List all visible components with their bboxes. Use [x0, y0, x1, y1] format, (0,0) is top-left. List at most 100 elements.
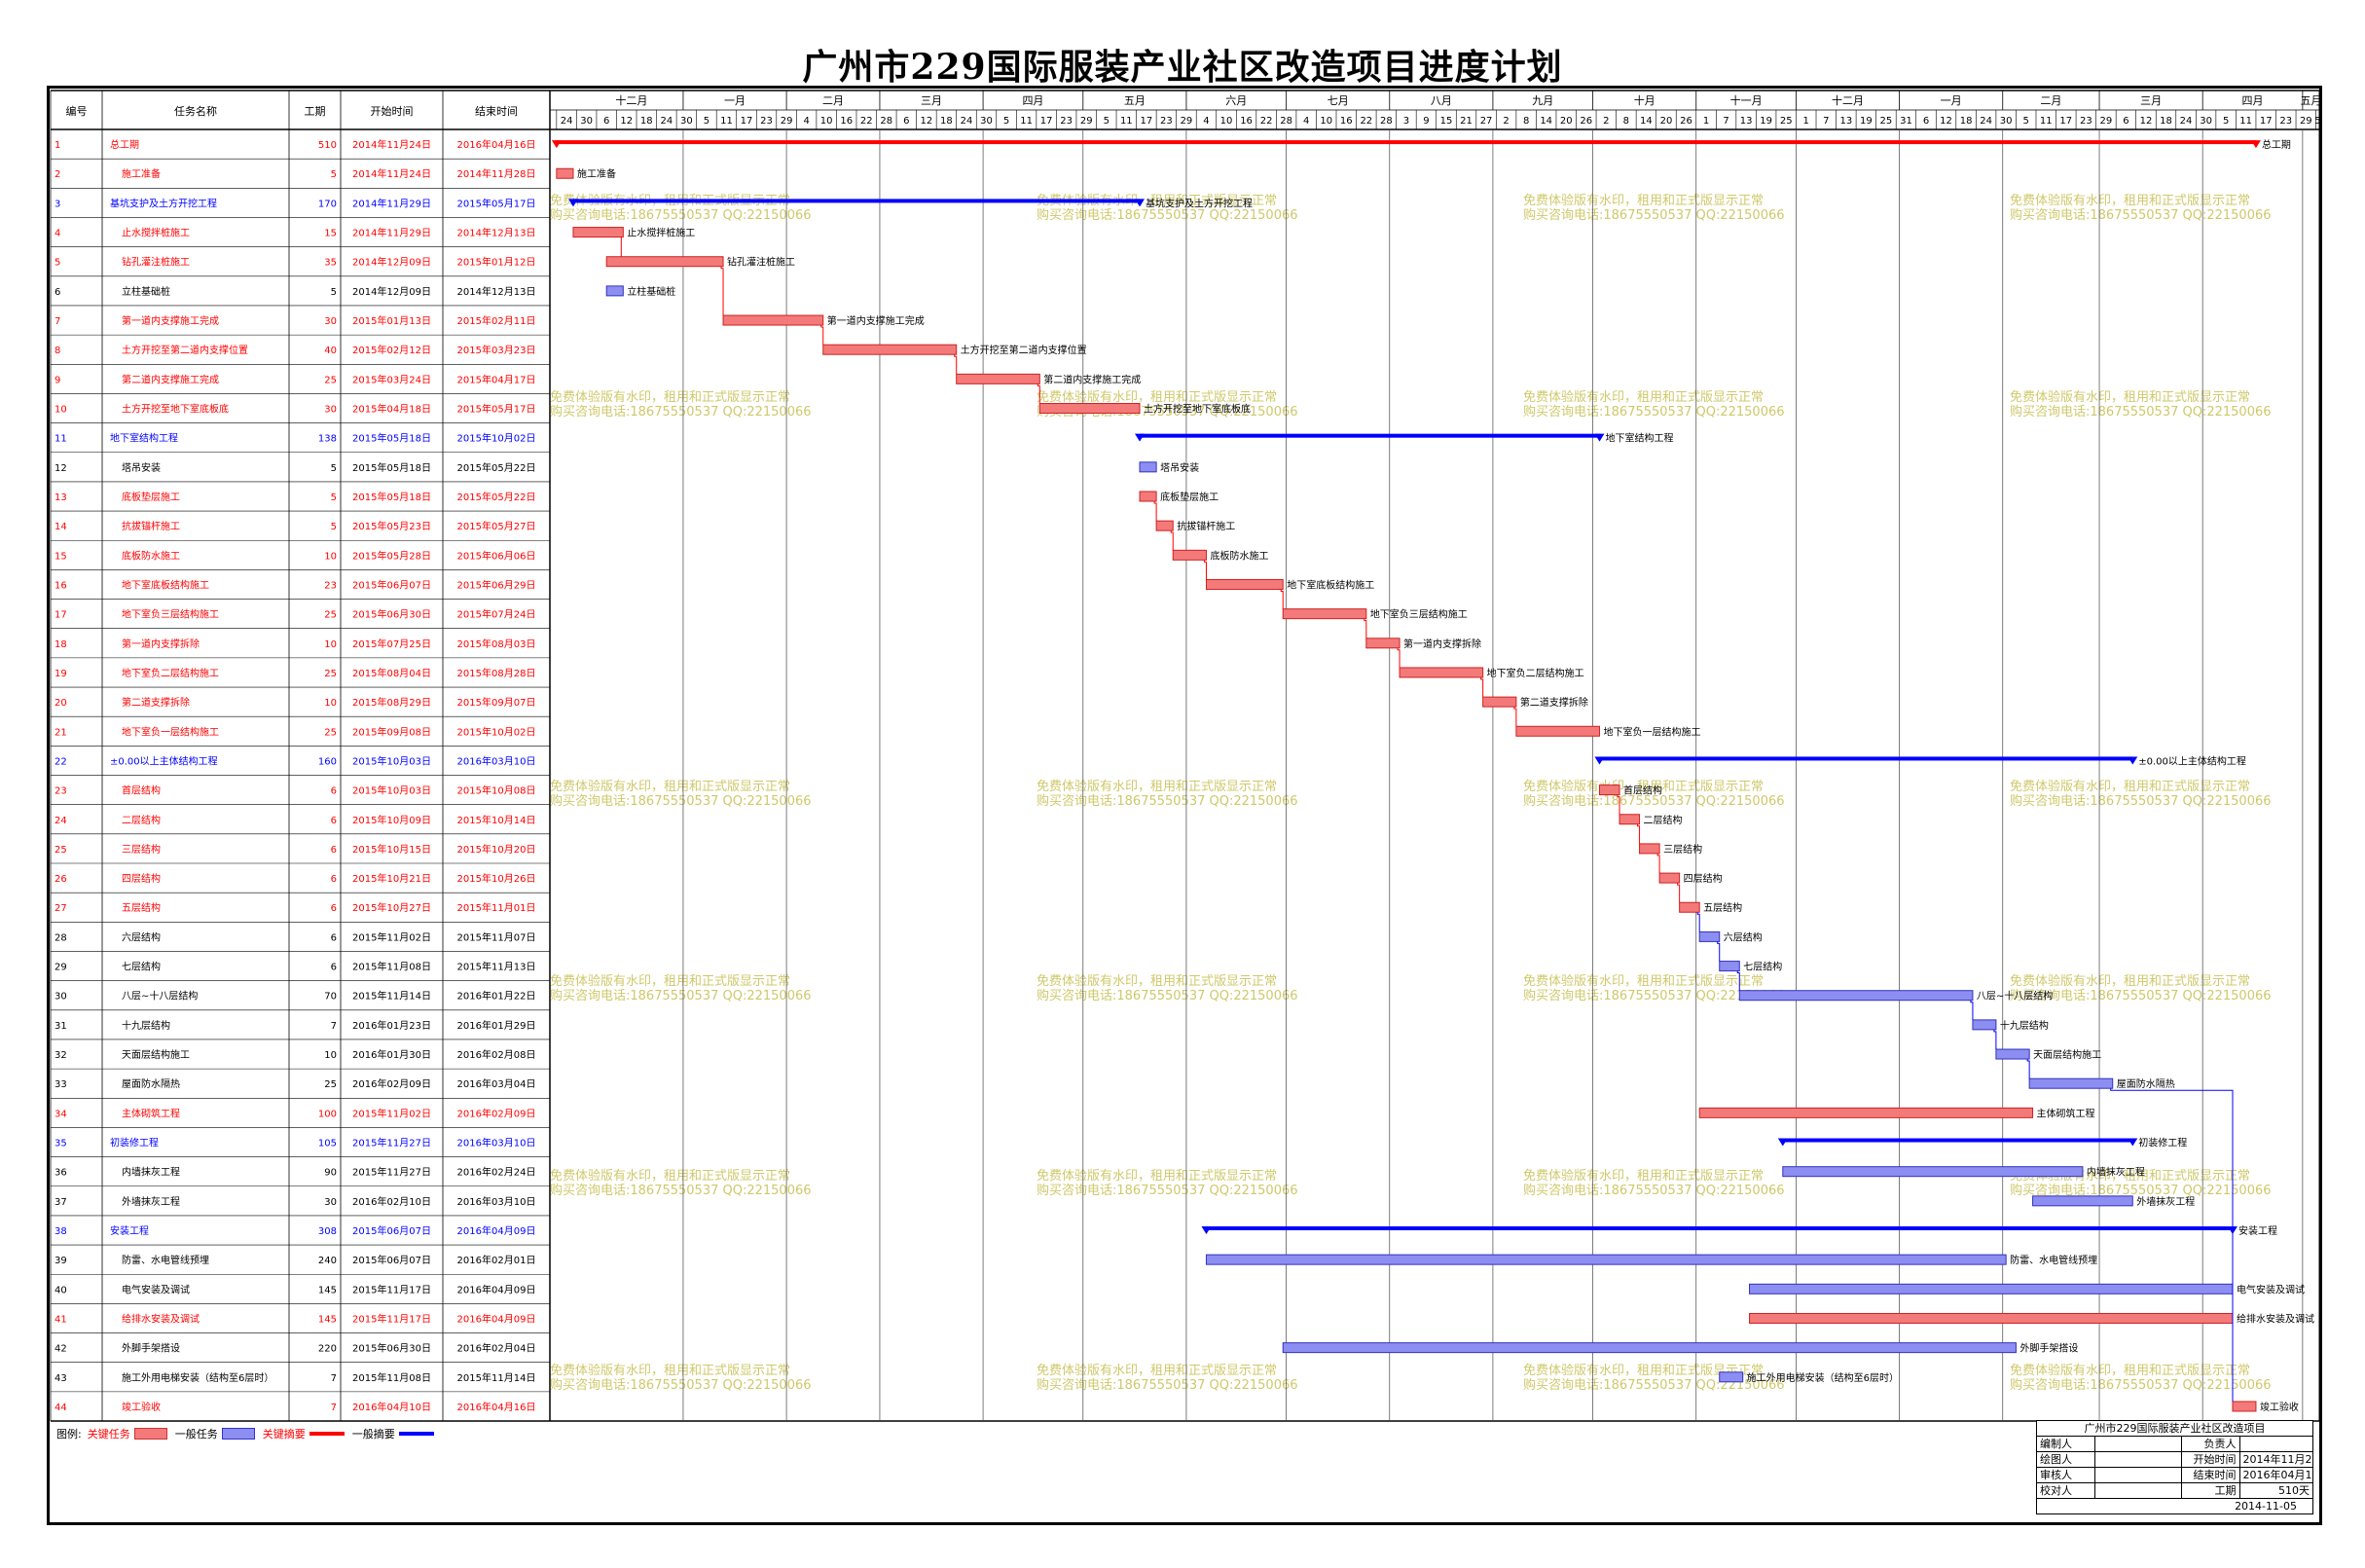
task-id: 40: [55, 1285, 67, 1295]
task-end: 2015年06月29日: [457, 578, 536, 591]
task-duration: 100: [318, 1109, 337, 1119]
dependency-link: [1696, 912, 1700, 932]
task-end: 2015年11月13日: [457, 961, 536, 973]
task-duration: 145: [318, 1314, 337, 1325]
month-label: 八月: [1431, 94, 1452, 107]
task-name: 给排水安装及调试: [122, 1312, 200, 1325]
task-duration: 5: [331, 169, 337, 180]
task-duration: 145: [318, 1285, 337, 1295]
task-name: 塔吊安装: [122, 461, 161, 474]
task-id: 23: [55, 786, 67, 797]
day-label: 2: [1603, 116, 1609, 127]
task-start: 2015年11月08日: [352, 1371, 431, 1384]
month-label: 十二月: [1832, 93, 1864, 107]
task-name: 七层结构: [122, 961, 161, 973]
month-label: 三月: [2140, 94, 2162, 107]
watermark-line1: 免费体验版有水印，租用和正式版显示正常: [1523, 193, 1764, 208]
task-bar: [2028, 1077, 2114, 1089]
task-start: 2015年06月07日: [352, 1224, 431, 1237]
bar-label: 七层结构: [1743, 961, 1782, 973]
task-end: 2015年10月26日: [457, 872, 536, 885]
day-label: 28: [1380, 116, 1393, 127]
task-end: 2016年02月04日: [457, 1342, 536, 1355]
task-start: 2015年05月18日: [352, 432, 431, 445]
task-duration: 5: [331, 522, 337, 532]
day-label: 3: [1403, 116, 1409, 127]
task-bar: [1658, 872, 1681, 884]
watermark-line2: 购买咨询电话:18675550537 QQ:22150066: [1037, 1183, 1298, 1198]
task-name: 四层结构: [122, 872, 161, 885]
bar-label: 五层结构: [1703, 901, 1742, 914]
watermark-line1: 免费体验版有水印，租用和正式版显示正常: [1523, 973, 1764, 989]
task-start: 2014年11月29日: [352, 197, 431, 209]
task-bar: [1139, 491, 1157, 502]
day-label: 10: [1320, 116, 1332, 127]
bar-label: 二层结构: [1644, 814, 1683, 826]
task-start: 2015年10月09日: [352, 814, 431, 826]
bar-label: 钻孔灌注桩施工: [727, 256, 795, 269]
task-name: 底板垫层施工: [122, 491, 180, 503]
day-label: 5: [704, 116, 710, 127]
task-end: 2015年10月02日: [457, 725, 536, 738]
watermark-line1: 免费体验版有水印，租用和正式版显示正常: [1037, 389, 1277, 405]
watermark-line2: 购买咨询电话:18675550537 QQ:22150066: [550, 207, 812, 223]
task-end: 2015年10月20日: [457, 843, 536, 856]
bar-label: 外脚手架搭设: [2019, 1342, 2078, 1355]
month-label: 十月: [1634, 93, 1656, 107]
task-end: 2015年10月08日: [457, 784, 536, 797]
watermark-line2: 购买咨询电话:18675550537 QQ:22150066: [550, 988, 812, 1003]
task-id: 21: [55, 727, 67, 738]
task-duration: 138: [318, 434, 337, 445]
task-start: 2014年11月29日: [352, 227, 431, 239]
info-row: 编制人负责人: [2037, 1437, 2312, 1452]
page-title: 广州市229国际服装产业社区改造项目进度计划: [802, 47, 1563, 88]
task-id: 38: [55, 1226, 67, 1237]
task-duration: 5: [331, 492, 337, 503]
task-duration: 7: [331, 1403, 337, 1413]
month-label: 三月: [921, 94, 942, 107]
task-name: 初装修工程: [110, 1137, 159, 1149]
task-duration: 240: [318, 1256, 337, 1266]
day-label: 21: [1460, 116, 1473, 127]
watermark-line2: 购买咨询电话:18675550537 QQ:22150066: [2010, 1183, 2272, 1198]
watermark-line2: 购买咨询电话:18675550537 QQ:22150066: [2010, 793, 2272, 809]
watermark-line2: 购买咨询电话:18675550537 QQ:22150066: [1037, 207, 1298, 223]
bar-label: 地下室负二层结构施工: [1487, 667, 1584, 679]
month-label: 二月: [822, 94, 844, 107]
task-end: 2015年04月17日: [457, 373, 536, 385]
task-start: 2016年01月30日: [352, 1048, 431, 1061]
watermark-line2: 购买咨询电话:18675550537 QQ:22150066: [1037, 1377, 1298, 1393]
day-label: 28: [1280, 116, 1292, 127]
watermark-line2: 购买咨询电话:18675550537 QQ:22150066: [1523, 207, 1785, 223]
task-end: 2014年12月13日: [457, 285, 536, 298]
task-duration: 510: [318, 140, 337, 151]
task-start: 2015年05月23日: [352, 520, 431, 532]
day-label: 17: [1040, 116, 1053, 127]
legend-crit-swatch: [133, 1428, 167, 1440]
task-duration: 170: [318, 199, 337, 209]
task-bar: [1399, 667, 1484, 678]
day-label: 18: [2160, 116, 2172, 127]
task-start: 2015年06月07日: [352, 1254, 431, 1266]
task-start: 2014年12月09日: [352, 256, 431, 269]
task-end: 2016年04月16日: [457, 138, 536, 151]
summary-start-marker: [1594, 756, 1605, 765]
bar-label: 基坑支护及土方开挖工程: [1146, 197, 1253, 209]
task-duration: 40: [324, 346, 337, 356]
task-duration: 6: [331, 903, 337, 914]
task-id: 32: [55, 1050, 67, 1061]
task-id: 2: [55, 169, 60, 180]
task-bar: [1515, 725, 1600, 737]
bar-label: 八层~十八层结构: [1977, 990, 2053, 1003]
summary-start-marker: [1777, 1138, 1788, 1147]
watermark-line1: 免费体验版有水印，租用和正式版显示正常: [1523, 1168, 1764, 1184]
day-label: 7: [1723, 116, 1728, 127]
day-label: 24: [561, 116, 573, 127]
dependency-link: [1637, 823, 1641, 844]
bar-label: 第一道内支撑拆除: [1403, 638, 1481, 650]
dependency-link: [954, 354, 958, 375]
day-label: 30: [2000, 116, 2013, 127]
task-end: 2016年03月04日: [457, 1077, 536, 1090]
